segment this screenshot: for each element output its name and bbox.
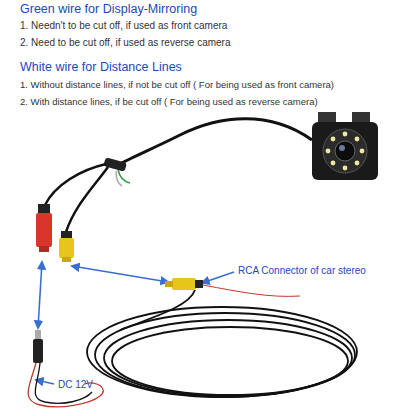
dc-plug xyxy=(33,339,43,363)
note-line: 1. Needn't to be cut off, if used as fro… xyxy=(20,20,227,32)
power-lead xyxy=(45,164,106,205)
note-line: 2. With distance lines, if be cut off ( … xyxy=(20,96,318,107)
mate-arrow xyxy=(38,262,42,328)
rca-male xyxy=(172,278,196,290)
power-socket xyxy=(36,213,52,247)
camera-cable xyxy=(118,119,312,165)
note-line: 1. Without distance lines, if not be cut… xyxy=(20,79,334,90)
callout-arrow xyxy=(202,272,234,283)
white-wire xyxy=(116,171,122,186)
power-socket-boot xyxy=(38,204,50,214)
power-wire-red xyxy=(28,363,103,407)
video-lead xyxy=(66,167,108,232)
trigger-wire xyxy=(203,285,300,296)
section-heading: White wire for Distance Lines xyxy=(20,60,182,75)
callout-label: RCA Connector of car stereo xyxy=(238,265,366,277)
green-wire xyxy=(118,170,130,183)
mate-arrow xyxy=(72,266,168,282)
section-heading: Green wire for Display-Mirroring xyxy=(20,2,197,17)
camera xyxy=(312,112,378,180)
extension-cable-coil xyxy=(87,290,357,397)
rca-female-boot xyxy=(61,231,72,239)
dc-plug-tip xyxy=(35,330,41,340)
callout-arrow xyxy=(36,380,54,384)
rca-female xyxy=(59,238,74,258)
note-line: 2. Need to be cut off, if used as revers… xyxy=(20,37,230,49)
callout-label: DC 12V xyxy=(58,379,93,391)
